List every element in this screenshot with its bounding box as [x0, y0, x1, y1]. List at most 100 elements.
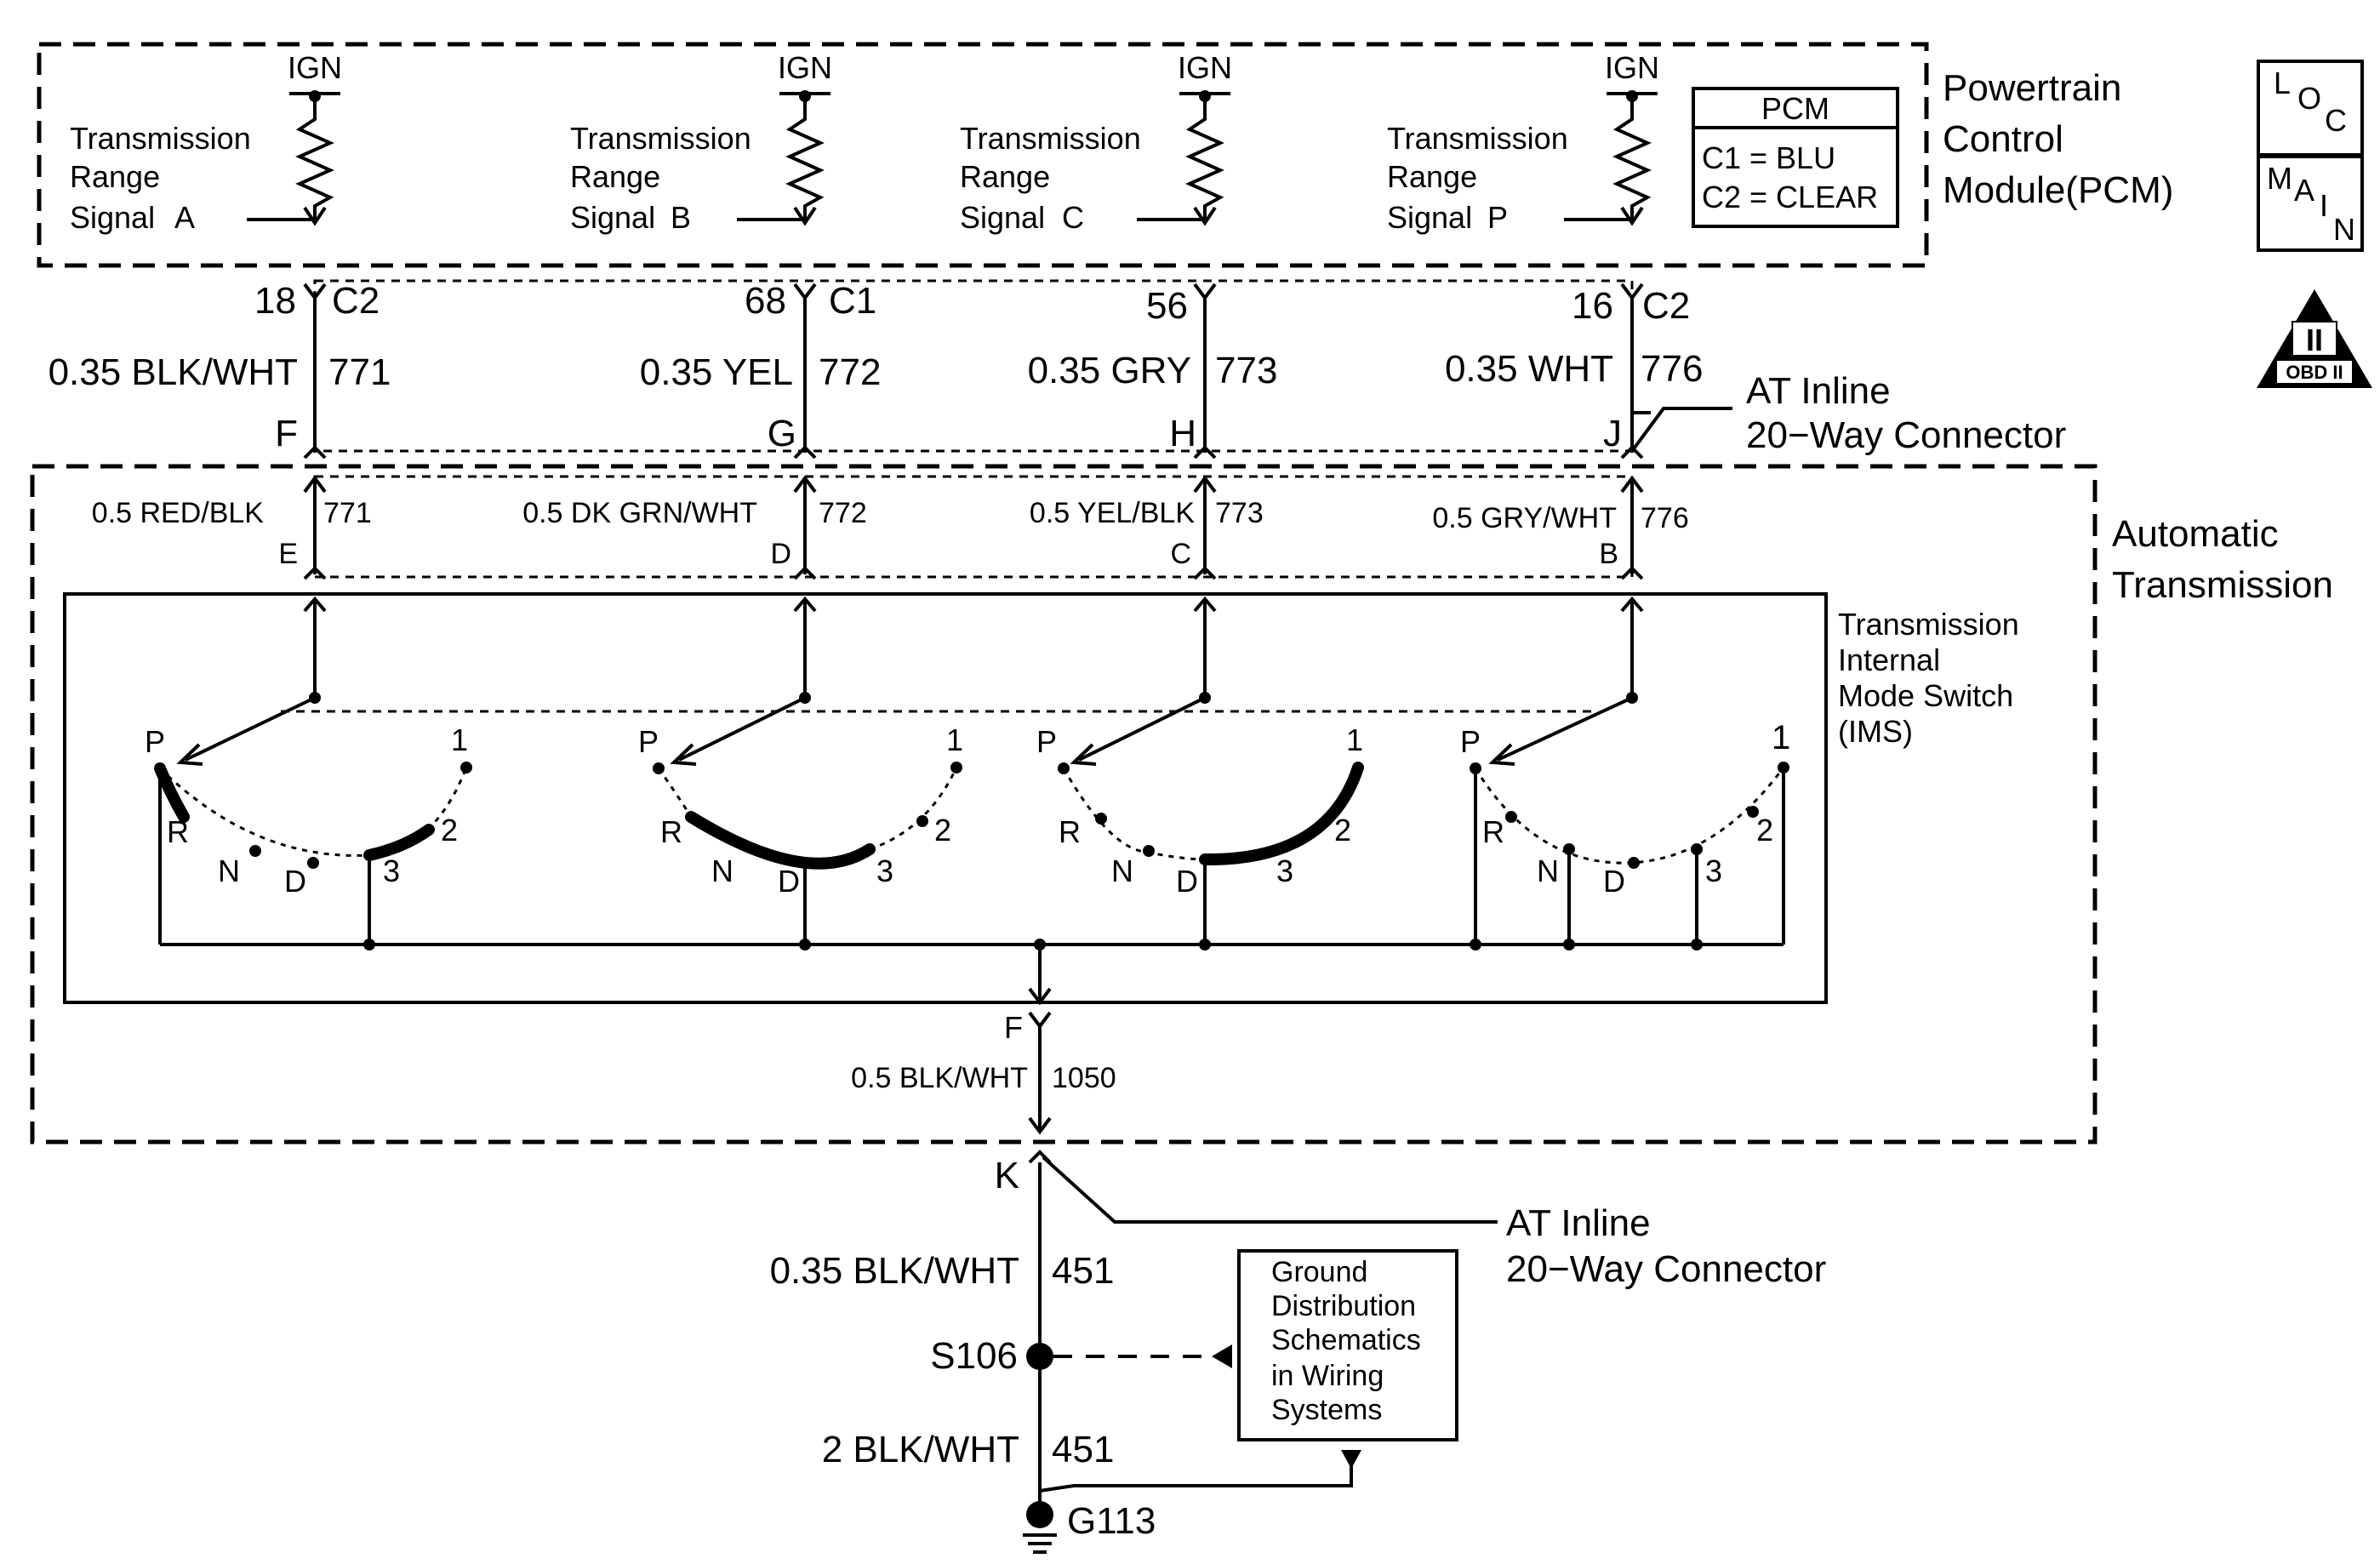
- pos-1: 1: [451, 722, 468, 757]
- pos-d: D: [1176, 864, 1198, 899]
- ground-ref-line3: Schematics: [1271, 1324, 1421, 1356]
- ground-ref-line1: Ground: [1271, 1256, 1367, 1288]
- main-badge-i: I: [2320, 188, 2328, 223]
- signal-label-line2: Range: [1387, 159, 1477, 194]
- inline-connector-label-line2: 20−Way Connector: [1746, 414, 2066, 456]
- pcm-connector: C2: [332, 280, 380, 322]
- signal-letter: C: [1062, 200, 1084, 235]
- wire-color: 0.35 YEL: [640, 351, 793, 393]
- signal-letter: A: [174, 200, 195, 235]
- obd-ii-badge[interactable]: II OBD II: [2257, 289, 2372, 388]
- pos-3: 3: [1705, 853, 1722, 888]
- pos-3: 3: [1276, 853, 1293, 888]
- at-circuit-number: 772: [819, 497, 867, 529]
- ground-wire-2: 2 BLK/WHT: [822, 1429, 1019, 1470]
- at-pin: C: [1170, 538, 1191, 570]
- main-badge-a: A: [2294, 173, 2314, 208]
- signal-label-line3: Signal: [570, 200, 655, 235]
- ground-inline-label-line2: 20−Way Connector: [1506, 1248, 1826, 1290]
- pos-3: 3: [876, 853, 893, 888]
- pos-1: 1: [946, 722, 963, 757]
- loc-badge[interactable]: L O C: [2257, 60, 2364, 158]
- at-circuit-number: 776: [1641, 502, 1689, 534]
- ground-inline-label-line1: AT Inline: [1506, 1202, 1651, 1244]
- ground-reference-box[interactable]: Ground Distribution Schematics in Wiring…: [1237, 1249, 1458, 1441]
- pos-d: D: [284, 864, 306, 899]
- pos-p: P: [145, 724, 165, 759]
- main-badge-n: N: [2333, 212, 2355, 247]
- ground-ref-line5: Systems: [1271, 1394, 1382, 1426]
- inline-pin: H: [1169, 413, 1196, 454]
- loc-badge-c: C: [2325, 103, 2347, 138]
- pcm-pin: 16: [1572, 285, 1613, 327]
- ground-label: G113: [1067, 1500, 1156, 1542]
- pos-r: R: [1059, 814, 1081, 849]
- signal-label-line1: Transmission: [1387, 121, 1568, 156]
- main-badge-m: M: [2267, 161, 2292, 196]
- pcm-name-line1: Powertrain: [1943, 67, 2121, 109]
- at-pin: E: [278, 538, 298, 570]
- ground-inline-pin: K: [995, 1155, 1019, 1196]
- pcm-pin: 56: [1146, 285, 1188, 327]
- pos-r: R: [660, 814, 682, 849]
- pcm-key-c1: C1 = BLU: [1702, 140, 1835, 175]
- ims-label-line4: (IMS): [1838, 714, 1913, 749]
- loc-badge-o: O: [2297, 81, 2321, 116]
- signal-column-c: IGN Transmission Range Signal C 56 0.35 …: [960, 50, 1277, 698]
- pcm-key-title: PCM: [1761, 91, 1829, 126]
- signal-label-line2: Range: [570, 159, 660, 194]
- at-wire-color: 0.5 GRY/WHT: [1432, 502, 1617, 534]
- at-name-line1: Automatic: [2112, 513, 2279, 555]
- ims-box: [63, 592, 1828, 1004]
- pos-p: P: [638, 724, 659, 759]
- ims-ground-wire: 0.5 BLK/WHT: [851, 1062, 1028, 1094]
- at-name-line2: Transmission: [2112, 564, 2333, 606]
- pcm-connector: C2: [1642, 285, 1690, 327]
- ground-circuit-2: 451: [1052, 1429, 1114, 1470]
- signal-label-line3: Signal: [70, 200, 155, 235]
- signal-letter: P: [1487, 200, 1508, 235]
- loc-badge-l: L: [2274, 66, 2291, 100]
- wire-color: 0.35 BLK/WHT: [49, 351, 298, 393]
- signal-column-b: IGN Transmission Range Signal B 68 C1 0.…: [522, 50, 881, 698]
- inline-pin: G: [768, 413, 796, 454]
- inline-pin: J: [1603, 413, 1622, 454]
- ims-label-line2: Internal: [1838, 642, 1940, 677]
- ims-switch-c: P R N D 3 2 1: [1036, 692, 1364, 950]
- inline-connector-label-line1: AT Inline: [1746, 370, 1891, 412]
- signal-label-line1: Transmission: [960, 121, 1141, 156]
- wire-color: 0.35 GRY: [1028, 350, 1191, 391]
- ims-label-line3: Mode Switch: [1838, 678, 2013, 713]
- pos-2: 2: [934, 813, 951, 848]
- at-wire-color: 0.5 YEL/BLK: [1030, 497, 1195, 529]
- pos-p: P: [1036, 724, 1057, 759]
- at-pin: B: [1599, 538, 1618, 570]
- pos-d: D: [778, 864, 800, 899]
- ims-ground-circuit: 1050: [1052, 1062, 1116, 1094]
- signal-label-line2: Range: [960, 159, 1050, 194]
- pos-n: N: [1111, 853, 1133, 888]
- pcm-boundary: [37, 42, 1929, 268]
- splice-label: S106: [930, 1335, 1018, 1377]
- inline-connector-pcm-half: [313, 279, 1634, 453]
- pos-1: 1: [1772, 719, 1790, 756]
- circuit-number: 773: [1215, 350, 1277, 391]
- pos-2: 2: [1334, 813, 1351, 848]
- pcm-pin: 18: [254, 280, 296, 322]
- pcm-name-line2: Control: [1943, 118, 2063, 160]
- splice-s106: [1026, 1343, 1053, 1370]
- ims-ground-pin: F: [1004, 1010, 1023, 1045]
- obd-badge-text: OBD II: [2286, 362, 2343, 383]
- signal-label-line1: Transmission: [70, 121, 251, 156]
- signal-column-a: IGN Transmission Range Signal A 18 C2 0.…: [49, 50, 391, 698]
- ground-circuit-1: 451: [1052, 1250, 1114, 1292]
- signal-label-line1: Transmission: [570, 121, 751, 156]
- pcm-pin: 68: [745, 280, 786, 322]
- main-badge[interactable]: M A I N: [2257, 153, 2364, 252]
- pos-3: 3: [383, 853, 400, 888]
- at-wire-color: 0.5 RED/BLK: [92, 497, 265, 529]
- pos-p: P: [1460, 724, 1481, 759]
- pcm-connector: C1: [829, 280, 876, 322]
- ign-label: IGN: [1178, 50, 1232, 85]
